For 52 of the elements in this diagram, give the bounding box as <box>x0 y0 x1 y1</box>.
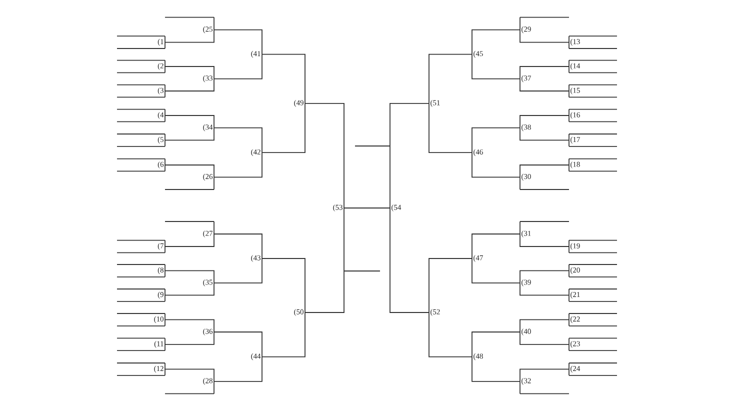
bracket-line <box>214 356 262 382</box>
bracket-line <box>164 29 214 43</box>
bracket-line <box>520 29 570 43</box>
bracket-line <box>472 54 520 80</box>
bracket-line <box>472 332 520 358</box>
bracket-line <box>472 29 520 55</box>
bracket-line <box>214 29 262 55</box>
bracket-line <box>520 115 570 128</box>
bracket-line <box>472 258 520 284</box>
bracket-line <box>262 102 306 154</box>
bracket-line <box>390 102 430 208</box>
bracket-line <box>520 66 570 80</box>
bracket-line <box>520 78 570 92</box>
bracket-line <box>472 356 520 382</box>
bracket-line <box>164 127 214 141</box>
bracket-line <box>164 115 214 128</box>
bracket-line <box>164 66 214 80</box>
bracket-line <box>428 54 472 104</box>
bracket-line <box>214 258 262 284</box>
bracket-line <box>520 368 570 382</box>
bracket-line <box>520 164 570 178</box>
bracket-line <box>472 234 520 259</box>
bracket-line <box>214 127 262 154</box>
bracket-line <box>262 258 306 313</box>
bracket-line <box>164 270 214 284</box>
bracket-line <box>164 78 214 92</box>
bracket-line <box>428 102 472 154</box>
bracket-line <box>214 54 262 80</box>
bracket-line <box>428 258 472 313</box>
bracket-line <box>520 282 570 296</box>
bracket-line <box>428 312 472 358</box>
bracket-line <box>472 152 520 178</box>
bracket-line <box>164 164 214 178</box>
bracket-line <box>164 282 214 296</box>
bracket-line <box>164 332 214 345</box>
bracket-line <box>214 234 262 259</box>
bracket-line <box>390 208 430 313</box>
bracket-line <box>472 127 520 154</box>
bracket-line <box>262 54 306 104</box>
bracket-line <box>164 234 214 247</box>
bracket-line <box>262 312 306 358</box>
bracket-line <box>520 319 570 332</box>
bracket-line <box>304 102 344 208</box>
bracket-line <box>214 152 262 178</box>
bracket-line <box>164 368 214 382</box>
bracket-line <box>214 332 262 358</box>
bracket-line <box>520 332 570 345</box>
bracket-line <box>520 127 570 141</box>
bracket-line <box>304 208 344 313</box>
bracket-line <box>520 270 570 284</box>
bracket-line <box>164 319 214 332</box>
bracket-line <box>520 234 570 247</box>
